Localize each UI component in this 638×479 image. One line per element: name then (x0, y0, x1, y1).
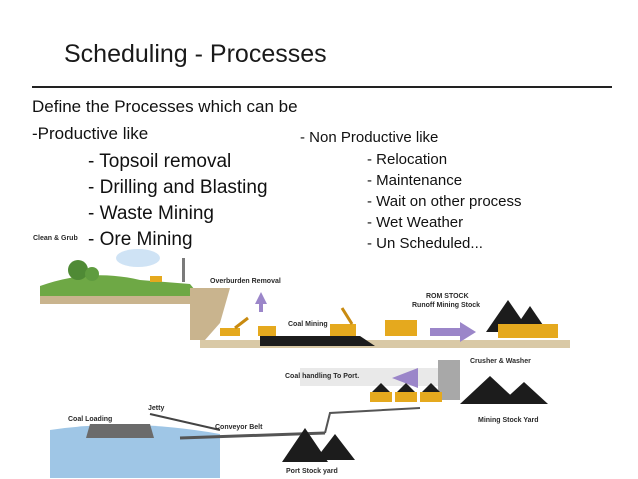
up-arrow-icon (255, 292, 267, 312)
productive-item: - Ore Mining (88, 229, 193, 250)
tower-icon (182, 258, 185, 282)
non-productive-item: - Relocation (367, 151, 448, 168)
ship-icon (86, 424, 154, 438)
productive-item: - Topsoil removal (88, 151, 232, 172)
overburden-slope (190, 288, 230, 340)
coal-stockpile (315, 434, 355, 460)
label-rom-stock: ROM STOCK (426, 293, 469, 300)
label-conveyor: Conveyor Belt (215, 424, 263, 431)
sea-water (50, 424, 220, 478)
label-runoff: Runoff Mining Stock (412, 302, 480, 309)
crusher-icon (438, 360, 460, 400)
cloud-icon (116, 249, 160, 267)
haul-truck-icon (498, 324, 528, 338)
coal-stockpile (282, 428, 328, 462)
non-productive-item: - Wet Weather (367, 214, 464, 231)
label-port-stock-yard: Port Stock yard (286, 468, 338, 475)
conveyor-belt (179, 431, 326, 440)
label-clean-grub: Clean & Grub (33, 235, 78, 242)
label-overburden: Overburden Removal (210, 278, 281, 285)
non-productive-item: - Wait on other process (367, 193, 522, 210)
label-coal-loading: Coal Loading (68, 416, 112, 423)
jetty-structure (149, 413, 221, 431)
coal-train (370, 383, 442, 402)
non-productive-heading: - Non Productive like (300, 129, 439, 146)
haul-truck-icon (385, 320, 417, 336)
coal-stockpile (460, 376, 520, 404)
non-productive-item: - Un Scheduled... (367, 235, 483, 252)
slide-title: Scheduling - Processes (64, 40, 327, 68)
excavator-icon (220, 316, 249, 336)
coal-stockpile (500, 382, 548, 404)
right-arrow-icon (430, 322, 476, 342)
productive-item: - Drilling and Blasting (88, 177, 268, 198)
haul-truck-icon (528, 324, 558, 338)
productive-heading: -Productive like (32, 124, 149, 143)
productive-item: - Waste Mining (88, 203, 214, 224)
title-divider (32, 86, 612, 88)
haul-truck-icon (258, 326, 276, 336)
coal-seam (260, 336, 375, 346)
clean-grub-scene (40, 249, 202, 304)
label-mining-stock-yard: Mining Stock Yard (478, 417, 539, 424)
coal-excavator-icon (330, 307, 356, 336)
coal-stockpile (515, 306, 545, 328)
mining-process-diagram: Clean & Grub Overburden Removal Coal Min… (33, 235, 570, 478)
non-productive-item: - Maintenance (367, 172, 463, 189)
label-jetty: Jetty (148, 405, 164, 412)
label-coal-mining: Coal Mining (288, 321, 328, 328)
label-coal-handling: Coal handling To Port. (285, 373, 359, 380)
tree-icon (85, 267, 99, 281)
left-arrow-icon (392, 368, 418, 388)
dozer-icon (150, 276, 162, 282)
label-crusher: Crusher & Washer (470, 358, 531, 365)
intro-text: Define the Processes which can be (32, 97, 298, 116)
tree-icon (68, 260, 88, 280)
